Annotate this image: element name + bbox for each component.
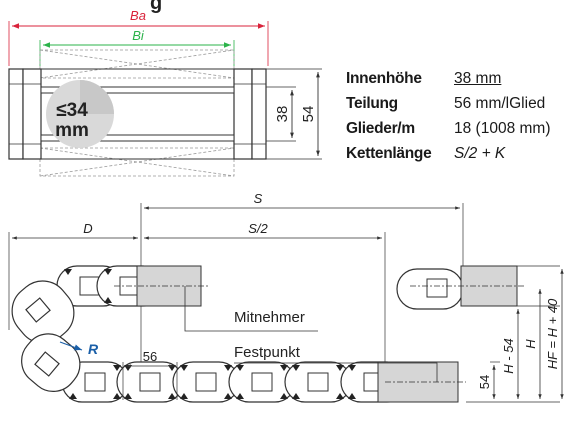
h-minus-54-label: H - 54 — [501, 338, 516, 373]
mitnehmer-label: Mitnehmer — [234, 309, 305, 326]
s-label: S — [254, 191, 263, 206]
d-label: D — [83, 221, 92, 236]
s-half-label: S/2 — [248, 221, 268, 236]
badge-line1: ≤34 — [56, 100, 88, 121]
spec-label: Glieder/m — [346, 120, 415, 137]
title-partial: g — [150, 0, 162, 14]
hf-label: HF = H + 40 — [545, 298, 560, 369]
height-54-label: 54 — [300, 106, 317, 123]
height-38-label: 38 — [274, 106, 291, 123]
cross-section-view: Ba Bi ≤34 mm — [8, 8, 322, 177]
spec-value: S/2 + K — [454, 145, 506, 162]
pitch-label: 56 — [143, 349, 157, 364]
spec-value: 18 (1008 mm) — [454, 120, 551, 137]
spec-value: 38 mm — [454, 70, 502, 87]
spec-value: 56 mm/lGlied — [454, 95, 546, 112]
h-label: H — [523, 339, 538, 349]
r-label: R — [88, 341, 99, 357]
side-view: S D S/2 R Mitnehmer Festpunkt — [8, 191, 564, 403]
ba-label: Ba — [130, 8, 146, 23]
spec-label: Kettenlänge — [346, 145, 432, 162]
spec-label: Innenhöhe — [346, 70, 422, 87]
spec-label: Teilung — [346, 95, 398, 112]
badge-line2: mm — [55, 120, 89, 141]
festpunkt-label: Festpunkt — [234, 344, 301, 361]
bi-label: Bi — [132, 28, 145, 43]
right-54-label: 54 — [477, 375, 492, 389]
